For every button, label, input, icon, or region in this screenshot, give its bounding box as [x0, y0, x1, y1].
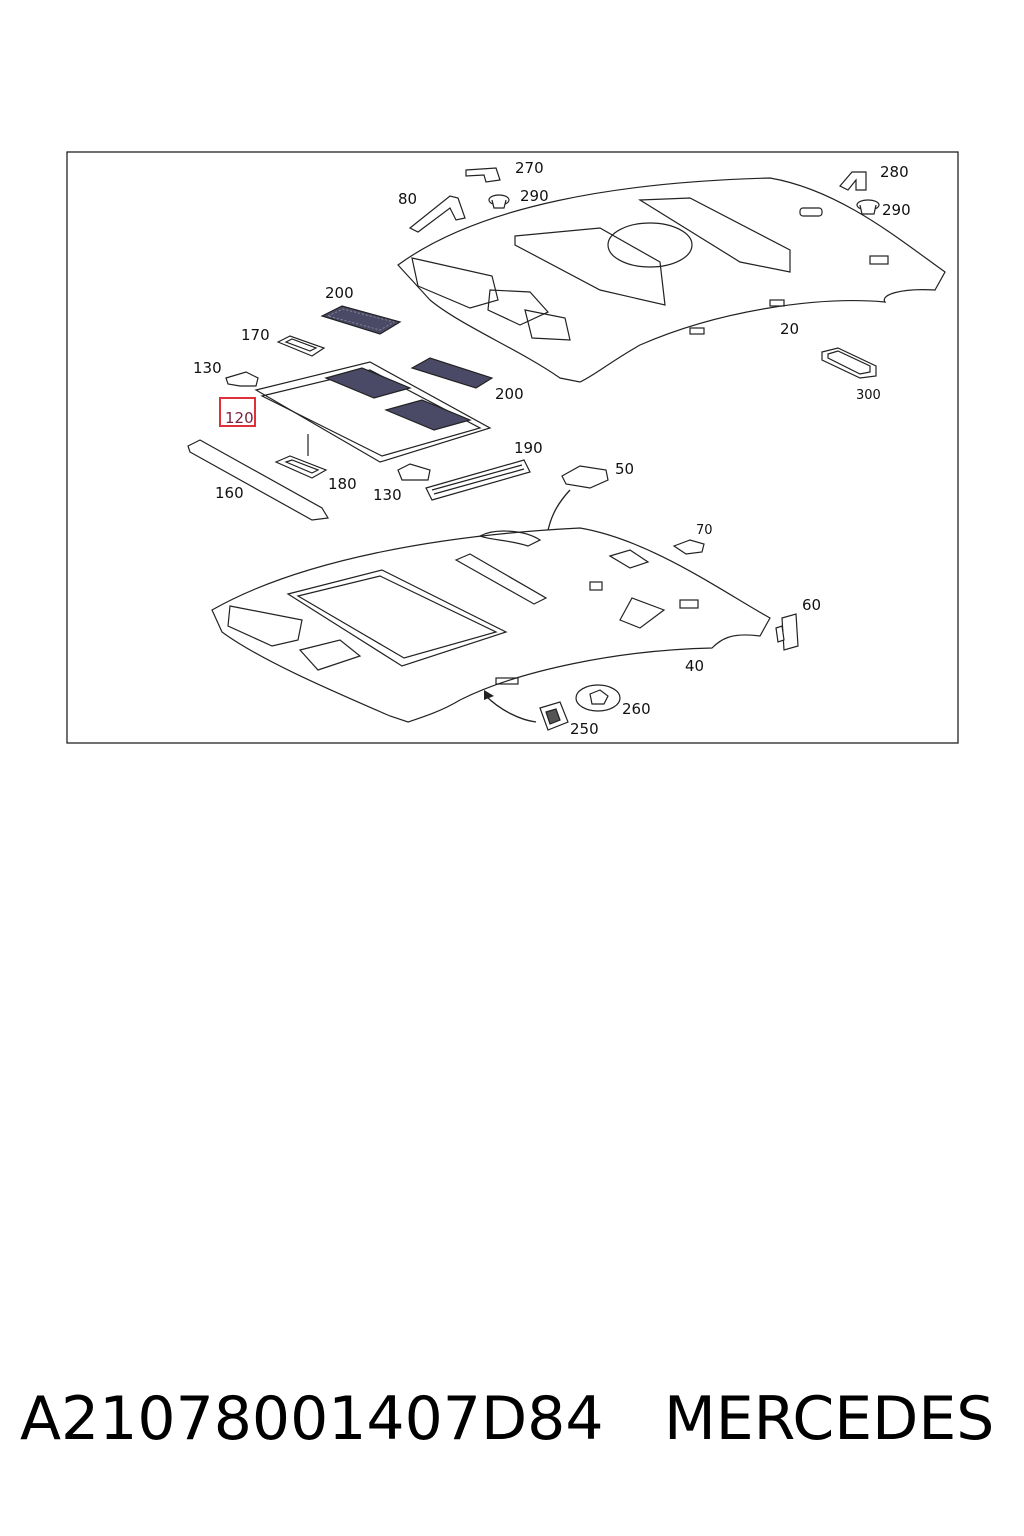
callout-130-b: 130 [373, 486, 402, 504]
callout-280: 280 [880, 163, 909, 181]
part-130-clip-b [397, 463, 431, 481]
part-70-clip [672, 539, 705, 555]
part-290-grommet-b [856, 199, 880, 215]
callout-170: 170 [241, 326, 270, 344]
callout-40: 40 [685, 657, 704, 675]
part-290-grommet-a [488, 194, 510, 209]
callout-270: 270 [515, 159, 544, 177]
part-160-trim-strip [187, 439, 329, 521]
callout-120: 120 [225, 409, 254, 427]
callout-300: 300 [856, 388, 881, 403]
callout-200-a: 200 [325, 284, 354, 302]
part-60-clip [775, 613, 799, 651]
headliner-upper [397, 177, 946, 383]
callout-260: 260 [622, 700, 651, 718]
part-180-handle [274, 455, 328, 479]
part-270-clip [465, 167, 501, 183]
part-300-seal [821, 347, 877, 379]
part-130-clip-a [225, 371, 259, 387]
callout-250: 250 [570, 720, 599, 738]
part-170-handle [276, 335, 326, 357]
callout-20: 20 [780, 320, 799, 338]
callout-180: 180 [328, 475, 357, 493]
callout-80: 80 [398, 190, 417, 208]
arrow-250 [485, 695, 537, 723]
headliner-lower [211, 527, 771, 723]
callout-190: 190 [514, 439, 543, 457]
callout-200-b: 200 [495, 385, 524, 403]
part-190-rail [425, 459, 531, 501]
part-250-clip [539, 701, 569, 731]
diagram-frame [66, 151, 959, 744]
part-120-sunroof-frame [254, 361, 492, 463]
part-200-panel-right [410, 357, 494, 389]
callout-50: 50 [615, 460, 634, 478]
part-80-bracket [408, 195, 466, 233]
callout-160: 160 [215, 484, 244, 502]
callout-130-a: 130 [193, 359, 222, 377]
brand-name: MERCEDES [664, 1384, 995, 1454]
part-50-lamp [561, 465, 609, 489]
part-200-panel-top [320, 305, 402, 335]
callout-70: 70 [696, 523, 713, 538]
callout-60: 60 [802, 596, 821, 614]
part-280-clip [839, 171, 867, 191]
highlight-box-120 [219, 397, 256, 427]
callout-290-b: 290 [882, 201, 911, 219]
part-260-grommet [575, 684, 621, 712]
callout-290-a: 290 [520, 187, 549, 205]
part-number: A21078001407D84 [20, 1384, 604, 1454]
